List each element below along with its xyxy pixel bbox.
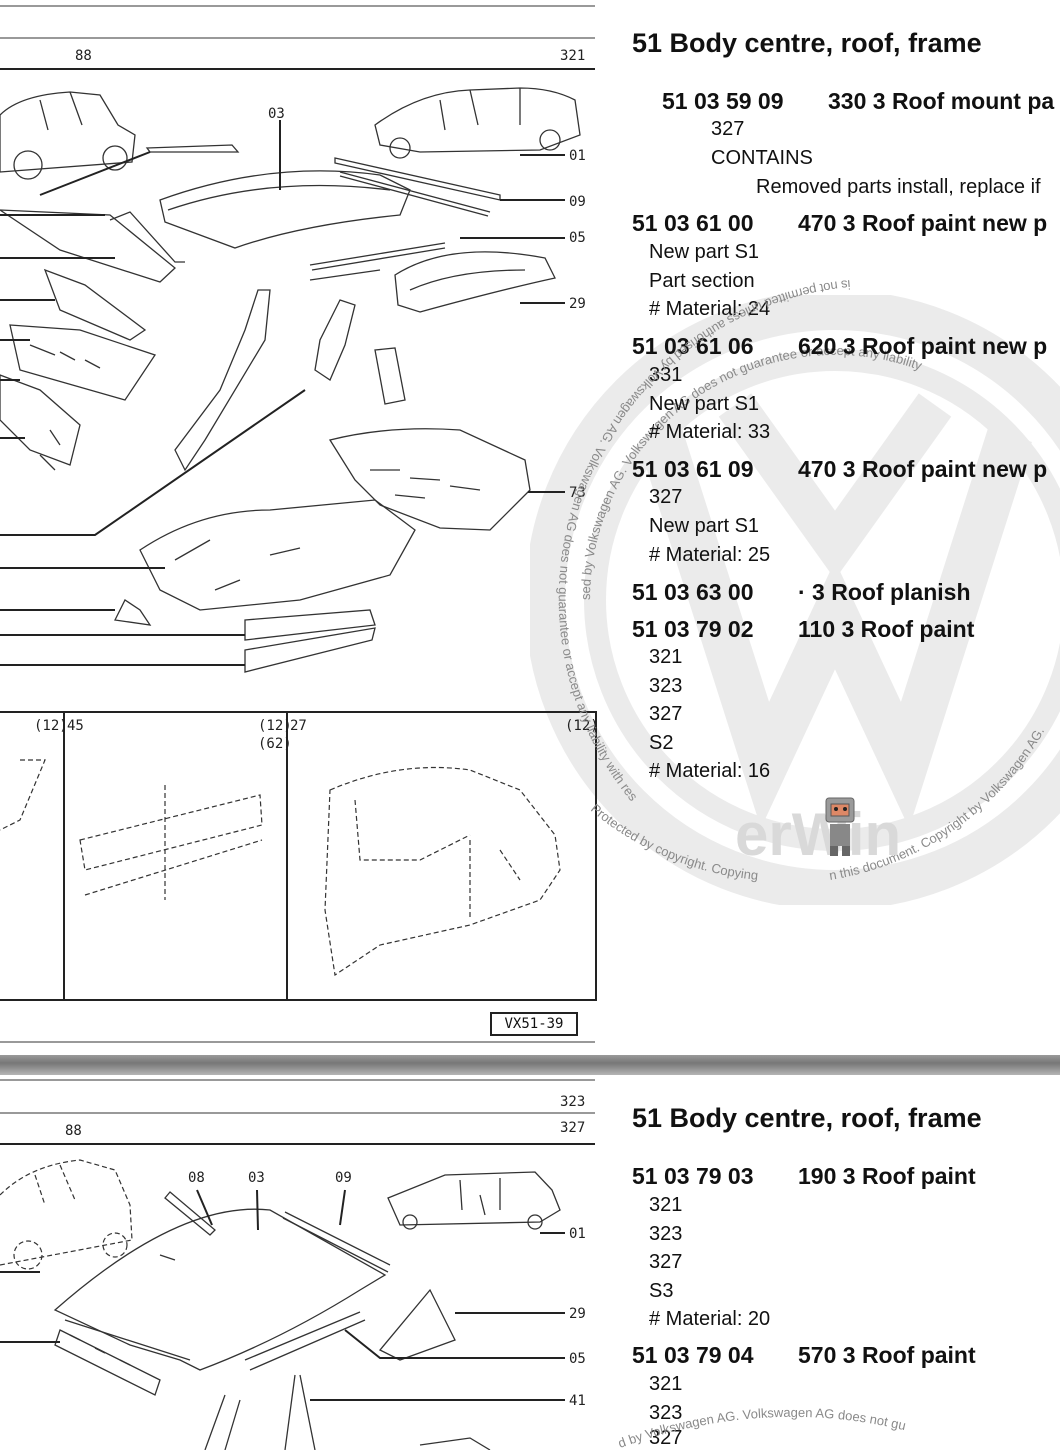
part-entry[interactable]: 51 03 61 06 620 3 Roof paint new p	[632, 332, 1047, 360]
section-heading: 51 Body centre, roof, frame	[632, 1103, 982, 1133]
part-line: 327	[649, 1251, 683, 1273]
callout-29: 29	[569, 1306, 586, 1322]
part-description: · 3 Roof planish	[798, 579, 971, 605]
callout-09: 09	[335, 1170, 352, 1186]
part-line: # Material: 25	[649, 544, 771, 566]
callout-09: 09	[569, 194, 586, 210]
part-number: 51 03 61 00	[632, 210, 754, 236]
callout-03: 03	[248, 1170, 265, 1186]
diagram-header-left: 88	[75, 48, 92, 64]
parts-exploded-diagram: 88 321	[0, 5, 599, 1043]
part-description: 470 3 Roof paint new p	[798, 456, 1048, 482]
watermark-text-lower: d by Volkswagen AG. Volkswagen AG does n…	[616, 1405, 907, 1450]
car-right-icon	[387, 1171, 561, 1230]
part-number: 51 03 59 09	[662, 88, 784, 114]
part-line: 323	[649, 1402, 683, 1424]
section-heading: 51 Body centre, roof, frame	[632, 28, 982, 58]
robot-mascot-icon	[825, 797, 855, 856]
diagram-header-right-1: 323	[560, 1094, 585, 1110]
svg-text:d by Volkswagen AG. Volkswagen: d by Volkswagen AG. Volkswagen AG does n…	[616, 1405, 907, 1450]
part-number: 51 03 61 06	[632, 333, 754, 359]
diagram-header-right: 321	[560, 48, 585, 64]
part-line: 321	[649, 646, 683, 668]
part-number: 51 03 63 00	[632, 579, 754, 605]
callout-01: 01	[569, 148, 586, 164]
parts-exploded-diagram: 323 88 327	[0, 1079, 595, 1450]
part-line: CONTAINS	[711, 147, 813, 169]
part-line: 327	[711, 118, 745, 140]
svg-text:is not permitted unless author: is not permitted unless authorised by Vo…	[490, 240, 851, 804]
part-line: Part section	[649, 270, 755, 292]
callout-73: 73	[569, 485, 586, 501]
part-line: New part S1	[649, 241, 760, 263]
part-note: Removed parts install, replace if	[756, 176, 1041, 198]
part-line: 323	[649, 675, 683, 697]
car-right-icon	[374, 87, 581, 159]
part-entry[interactable]: 51 03 79 03 190 3 Roof paint	[632, 1162, 976, 1190]
part-entry[interactable]: 51 03 79 04 570 3 Roof paint	[632, 1341, 976, 1369]
detail-label-5: 27	[290, 718, 307, 734]
part-line: # Material: 24	[649, 298, 771, 320]
detail-label-2: 45	[67, 718, 84, 734]
callout-08: 08	[188, 1170, 205, 1186]
part-number: 51 03 79 02	[632, 616, 754, 642]
callout-01: 01	[569, 1226, 586, 1242]
part-line: # Material: 20	[649, 1308, 771, 1330]
callout-03: 03	[268, 106, 285, 122]
part-line: 321	[649, 1194, 683, 1216]
callout-05: 05	[569, 230, 586, 246]
part-description: 470 3 Roof paint new p	[798, 210, 1048, 236]
part-line: 327	[649, 486, 683, 508]
part-line: S3	[649, 1280, 674, 1302]
detail-label-4: (62)	[258, 736, 292, 752]
part-number: 51 03 79 04	[632, 1342, 754, 1368]
part-line: New part S1	[649, 515, 760, 537]
part-line: # Material: 16	[649, 760, 771, 782]
detail-label-1: (12)	[34, 718, 68, 734]
part-entry[interactable]: 51 03 79 02 110 3 Roof paint	[632, 615, 974, 643]
part-line: 327	[649, 1427, 683, 1449]
diagram-header-right-2: 327	[560, 1120, 585, 1136]
part-line: 331	[649, 364, 683, 386]
part-line: New part S1	[649, 393, 760, 415]
part-description: 190 3 Roof paint	[798, 1163, 976, 1189]
erwin-logo: erWin	[735, 801, 902, 868]
part-number: 51 03 79 03	[632, 1163, 754, 1189]
detail-label-3: (12)	[258, 718, 292, 734]
part-line: # Material: 33	[649, 421, 771, 443]
part-description: 110 3 Roof paint	[798, 616, 975, 642]
part-entry[interactable]: 51 03 61 09 470 3 Roof paint new p	[632, 455, 1047, 483]
callout-41: 41	[569, 1393, 586, 1409]
part-description: 570 3 Roof paint	[798, 1342, 976, 1368]
parts-panel-bottom: 323 88 327	[0, 1075, 1060, 1450]
part-number: 51 03 61 09	[632, 456, 754, 482]
car-left-icon	[0, 1159, 133, 1270]
panel-divider	[0, 1055, 1060, 1075]
part-line: 323	[649, 1223, 683, 1245]
diagram-header-left: 88	[65, 1123, 82, 1139]
part-entry[interactable]: 51 03 61 00 470 3 Roof paint new p	[632, 209, 1047, 237]
callout-05: 05	[569, 1351, 586, 1367]
parts-panel-top: sed by Volkswagen AG. Volkswagen AG does…	[0, 5, 1060, 1043]
part-line: 321	[649, 1373, 683, 1395]
part-line: 327	[649, 703, 683, 725]
part-line: S2	[649, 732, 674, 754]
part-entry[interactable]: 51 03 59 09 330 3 Roof mount pa	[662, 87, 1054, 115]
part-entry[interactable]: 51 03 63 00 · 3 Roof planish	[632, 578, 971, 606]
watermark-text-left: is not permitted unless authorised by Vo…	[490, 240, 851, 804]
watermark-text-ring: is not permitted unless authorised by Vo…	[490, 240, 1047, 883]
detail-label-6: (12)	[565, 718, 599, 734]
callout-29: 29	[569, 296, 586, 312]
diagram-ref-code: VX51-39	[490, 1012, 578, 1036]
car-left-icon	[0, 91, 136, 180]
part-description: 620 3 Roof paint new p	[798, 333, 1048, 359]
watermark-text-bottom2: d by Volkswagen AG. Volkswagen AG does n…	[616, 1405, 907, 1450]
part-description: 330 3 Roof mount pa	[828, 88, 1055, 114]
